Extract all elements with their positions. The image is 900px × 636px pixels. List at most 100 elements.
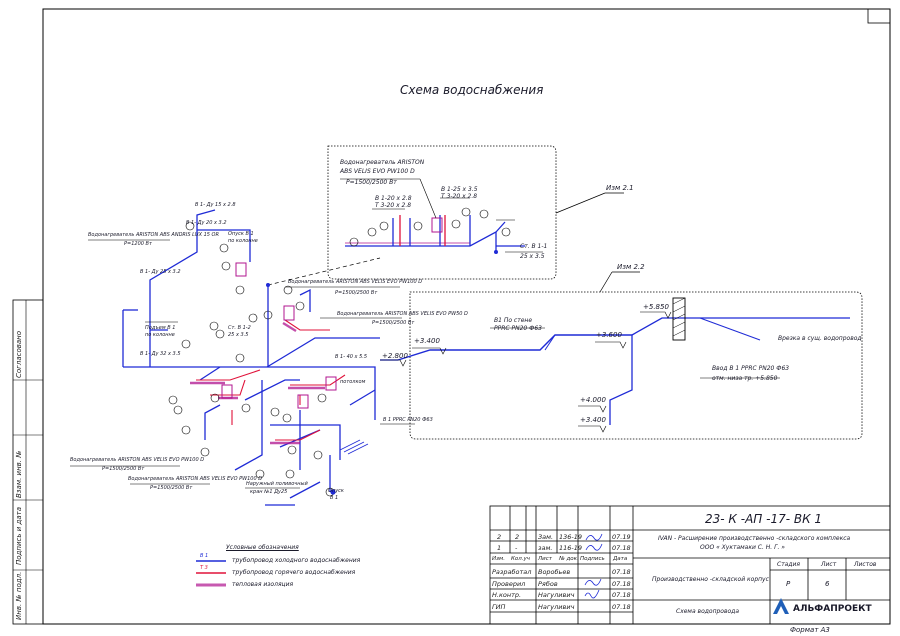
rev-cell: Зам. — [538, 533, 554, 541]
rev-head: Кол.уч — [511, 556, 531, 562]
callout-cloud-22 — [409, 291, 863, 440]
signatures — [584, 533, 603, 599]
wall-hatch — [672, 297, 686, 337]
sheet-header: Лист — [821, 561, 837, 568]
stamp-soglasovano: Согласовано — [15, 330, 23, 378]
pipe-b1-20: В 1-20 х 2.8 — [375, 195, 412, 202]
sign-date: 07.18 — [612, 603, 631, 611]
legend-code-cold: В 1 — [200, 553, 209, 559]
st-b12: Ст. В 1-2 — [228, 325, 251, 331]
project-line-1: IVAN - Расширение производственно -склад… — [658, 535, 851, 542]
opusk-1: Опуск В 1 — [228, 231, 254, 237]
sign-name: Воробьев — [538, 568, 571, 576]
heater-top-l2: ABS VELIS EVO PW100 D — [340, 168, 415, 175]
main-heaters — [221, 262, 337, 409]
corner-box — [867, 8, 891, 24]
rev-head: № док. — [559, 556, 579, 562]
format-label: Формат А3 — [790, 626, 830, 634]
heater-low1-l2: P=1500/2500 Вт — [102, 466, 145, 472]
title-block-grid — [489, 505, 891, 625]
wall-pipe-v1 — [397, 334, 632, 361]
sign-name: Нагуливич — [538, 603, 575, 611]
rev-cell: 07.18 — [612, 544, 631, 552]
heater-low1-l1: Водонагреватель ARISTON ABS VELIS EVO PW… — [70, 457, 205, 463]
elev-2800: +2.800 — [382, 352, 408, 360]
vvod-l2: отм. низа тр. +5.850 — [712, 375, 778, 382]
elevation-marks — [380, 311, 672, 433]
sheets-header: Листов — [854, 561, 877, 568]
pipe-du32-35: В 1- Ду 32 х 3.5 — [140, 351, 181, 357]
elev-5850: +5.850 — [643, 303, 669, 311]
rev-head: Лист — [538, 556, 552, 562]
detail-21-pipes — [345, 215, 525, 252]
sign-role: Разработал — [492, 568, 532, 576]
legend-title: Условные обозначения — [226, 544, 299, 551]
stamp-podpis-data: Подпись и дата — [15, 507, 23, 565]
pipe-st-b11: Ст. В 1-1 — [520, 243, 548, 250]
pipe-b1-pprc: В 1 PPRC PN20 Ф63 — [383, 417, 433, 423]
vrezka: Врезка в сущ. водопровод — [778, 335, 862, 342]
v1-po-stene: В1 По стене — [494, 317, 533, 324]
rev-head: Подпись — [580, 556, 605, 562]
callout-label-21: Изм 2.1 — [606, 184, 634, 192]
pipe-b1-25: В 1-25 х 3.5 — [441, 186, 478, 193]
heater-lux-l1: Водонагреватель ARISTON ABS ANDRIS LUX 1… — [88, 232, 219, 238]
rev-cell: 2 — [497, 533, 502, 541]
rev-head: Изм. — [492, 556, 505, 562]
elev-4000: +4.000 — [580, 396, 606, 404]
sign-name: Рябов — [538, 580, 558, 588]
pipe-t3-20-a: Т 3-20 х 2.8 — [441, 193, 478, 200]
podiem: Подъем В 1 — [145, 325, 176, 331]
project-line-2: ООО « Хуктамаки С. Н. Г. » — [700, 544, 785, 551]
heater-detail-tank — [431, 217, 443, 233]
sign-role: Н.контр. — [492, 591, 522, 599]
leaders-21 — [340, 178, 543, 253]
heater-mid-l2: P=1500/2500 Вт — [335, 290, 378, 296]
left-stamp-frame — [12, 299, 44, 625]
logo-mark — [773, 598, 789, 614]
main-leaders — [70, 239, 780, 489]
pipe-st-b11-size: 25 х 3.5 — [520, 253, 545, 260]
nar-kran-l1: Наружный поливочный — [246, 481, 308, 487]
sign-name: Нагуливич — [538, 591, 575, 599]
sign-role: ГИП — [492, 603, 506, 611]
wall-penetration — [672, 297, 686, 341]
stamp-vzam-inv: Взам. инв. № — [15, 450, 23, 498]
legend-label-insul: тепловая изоляция — [232, 581, 294, 588]
insulated-run — [339, 439, 369, 455]
heater-50-l1: Водонагреватель ARISTON ABS VELIS EVO PW… — [337, 311, 468, 317]
pprc-63: PPRC PN20 Ф63 — [494, 325, 542, 332]
elev-3400-a: +3.400 — [414, 337, 440, 345]
elev-3600: +3.600 — [596, 331, 622, 339]
rev-cell: 07.19 — [612, 533, 631, 541]
callout-cloud-21 — [327, 145, 557, 280]
heater-lux-l2: P=1200 Вт — [124, 241, 152, 247]
rev-cell: 116-19 — [559, 544, 583, 552]
sheet-name: Производственно -складской корпус — [652, 576, 769, 583]
opusk-low-b: В 1 — [330, 495, 339, 501]
sign-date: 07.18 — [612, 580, 631, 588]
callout-label-22: Изм 2.2 — [617, 263, 645, 271]
sign-date: 07.18 — [612, 568, 631, 576]
company-logo-text: АЛЬФАПРОЕКТ — [793, 604, 872, 614]
heater-top-l1: Водонагреватель ARISTON — [340, 159, 425, 166]
rev-cell: зам. — [538, 544, 553, 552]
main-markers — [168, 221, 335, 497]
rev-head: Дата — [613, 556, 628, 562]
page-title: Схема водоснабжения — [400, 83, 544, 97]
rev-cell: 1 — [497, 544, 502, 552]
podiem-b: по колонне — [145, 332, 175, 338]
pipe-du25-32: В 1- Ду 25 х 3.2 — [140, 269, 181, 275]
sign-date: 07.18 — [612, 591, 631, 599]
stamp-inv-podl: Инв. № подл. — [15, 571, 23, 620]
drawing-name: Схема водопровода — [676, 608, 740, 615]
nar-kran-l2: кран №1 Ду25 — [250, 489, 288, 495]
potolok: потолком — [340, 379, 366, 385]
heater-low2-l1: Водонагреватель ARISTON ABS VELIS EVO PW… — [128, 476, 263, 482]
rev-cell: 136-19 — [559, 533, 583, 541]
rev-cell: 2 — [515, 533, 520, 541]
opusk-1b: по колонне — [228, 238, 258, 244]
heater-top-l3: P=1500/2500 Вт — [346, 179, 397, 186]
heater-50-l2: P=1500/2500 Вт — [372, 320, 415, 326]
